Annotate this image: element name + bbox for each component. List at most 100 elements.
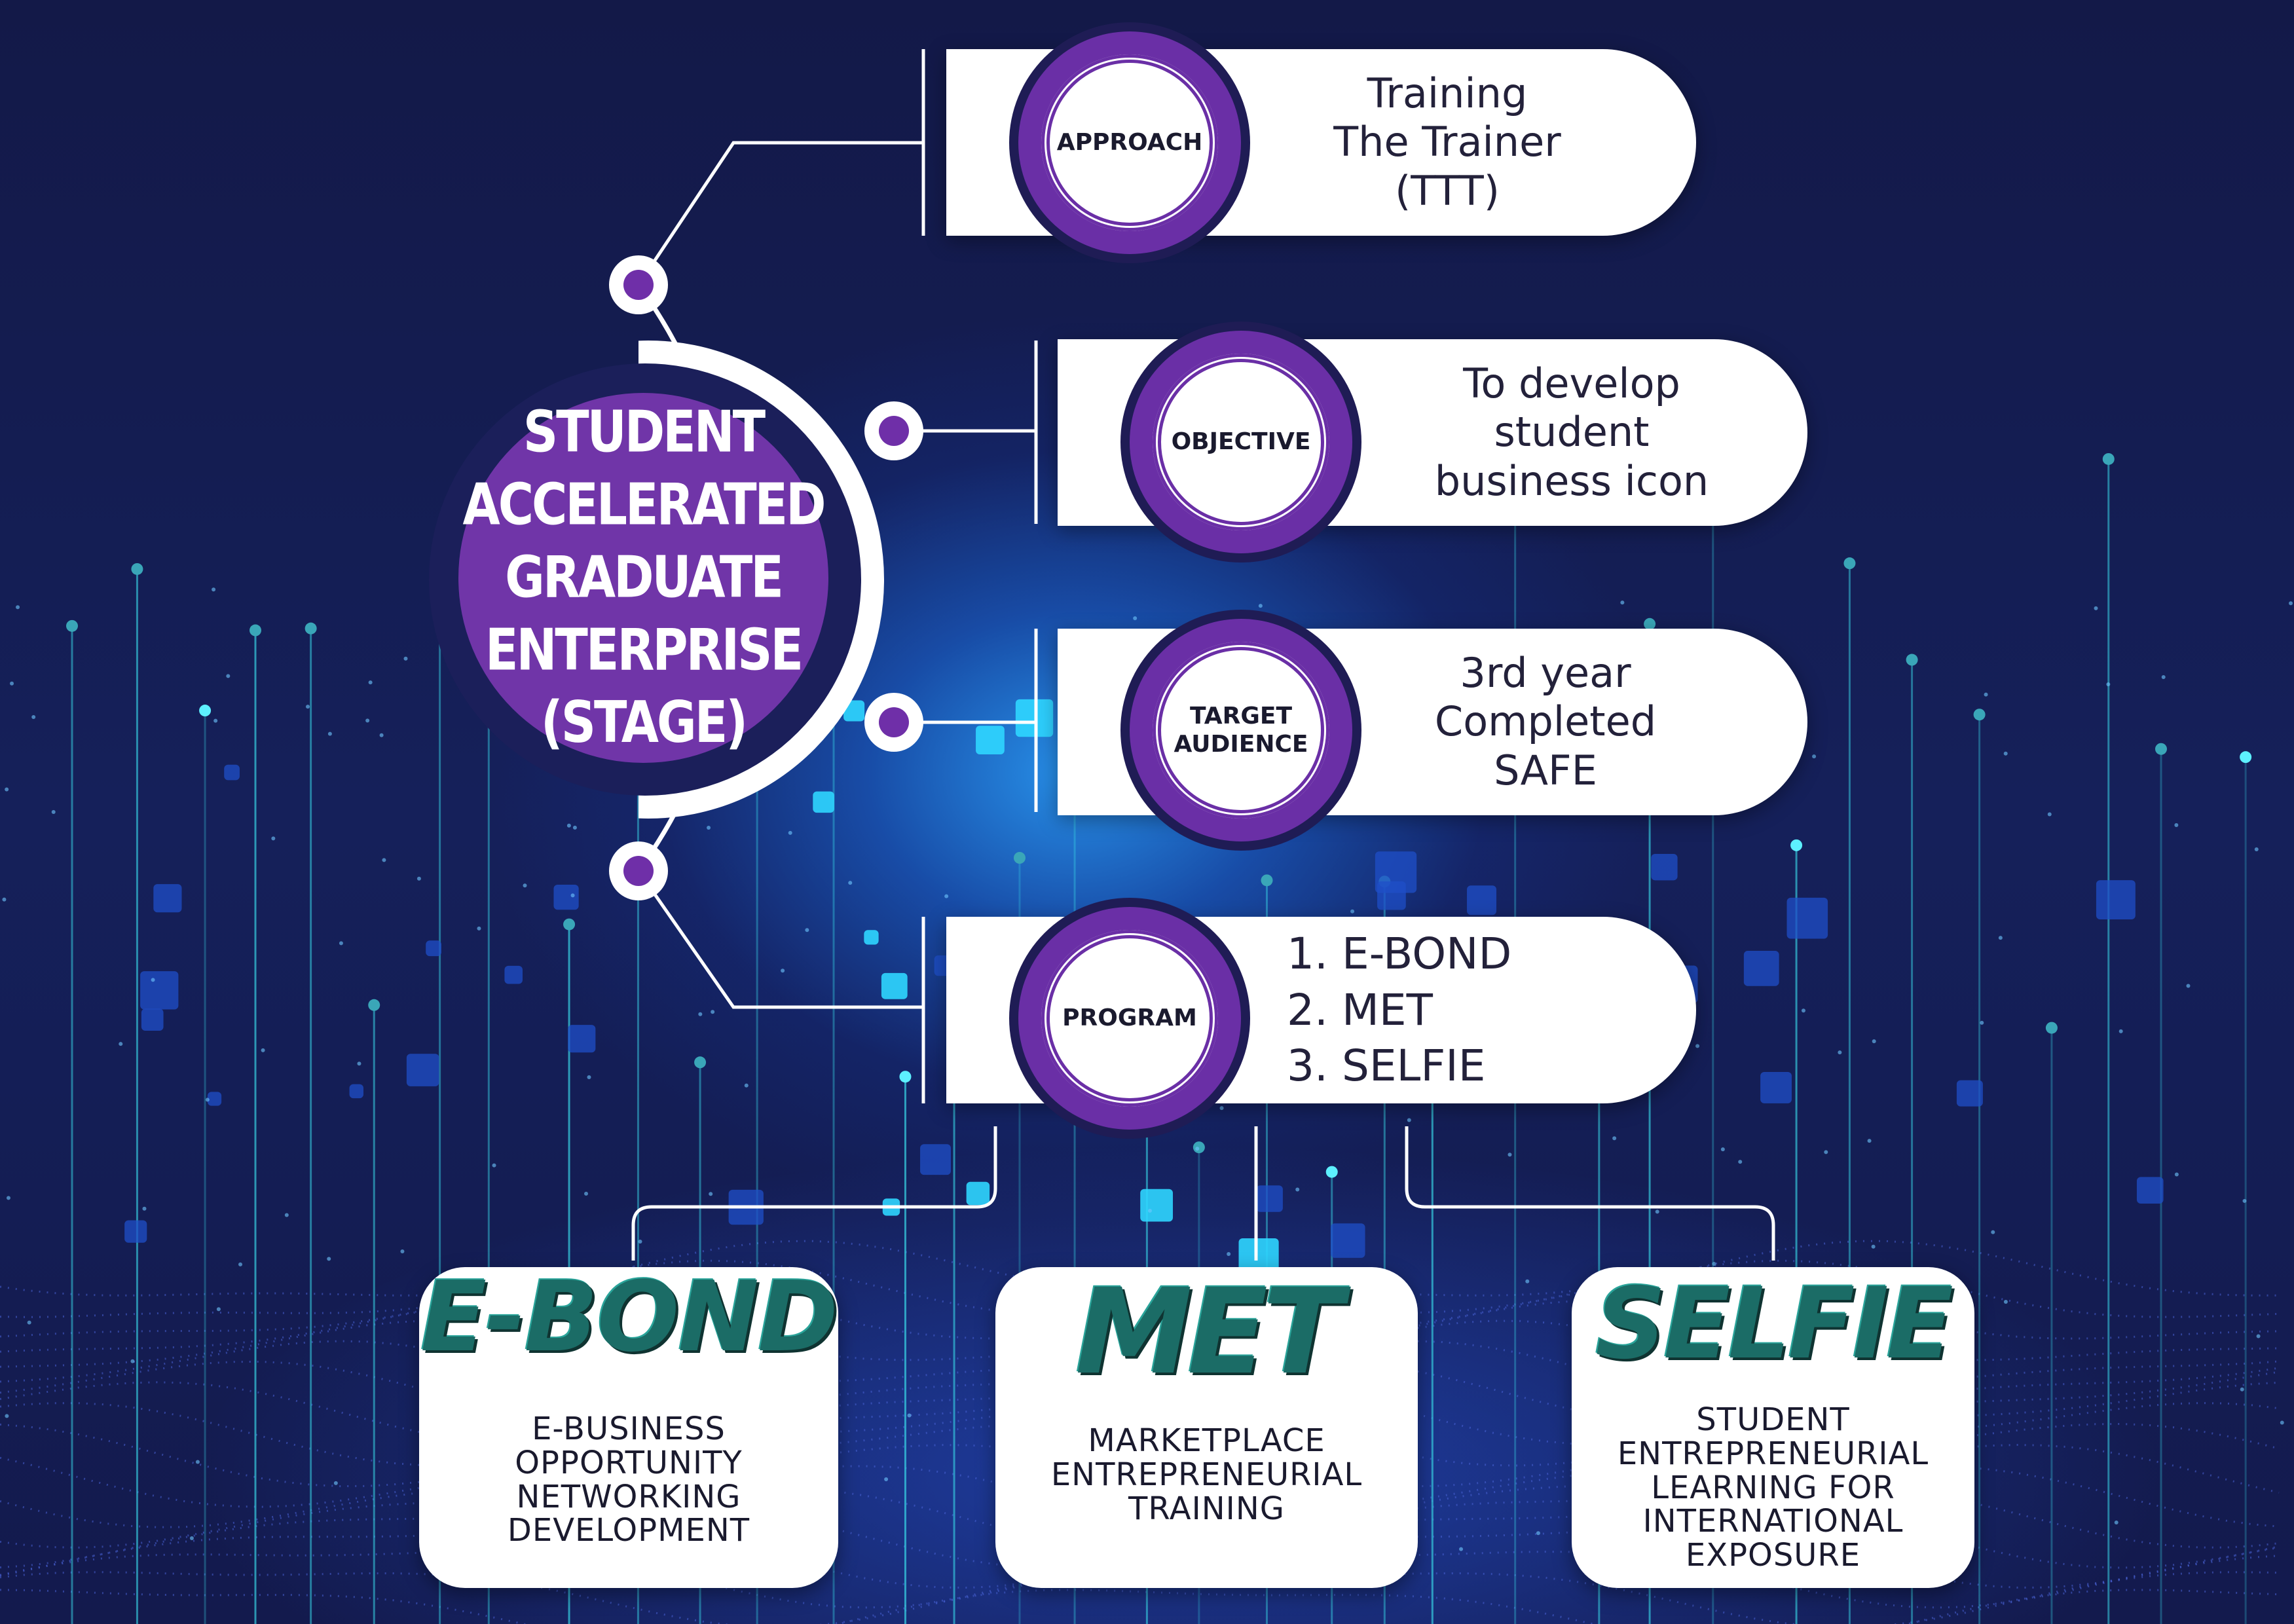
spark-dot	[1838, 1050, 1842, 1055]
spark-dot	[1219, 1106, 1224, 1111]
glow-square	[1651, 854, 1678, 881]
spark-dot	[6, 1196, 10, 1200]
selfie-description: STUDENT ENTREPRENEURIAL LEARNING FOR INT…	[1585, 1403, 1961, 1573]
spark-dot	[566, 823, 571, 828]
program-badge-label: PROGRAM	[1062, 1005, 1197, 1032]
arc-dot-approach	[609, 255, 668, 314]
spark-dot	[333, 1481, 338, 1485]
spark-dot	[119, 1042, 123, 1046]
spark-dot	[2256, 1334, 2261, 1338]
selfie-logo: SELFIE	[1595, 1267, 1953, 1381]
spark-dot	[1350, 909, 1355, 913]
spark-dot	[151, 978, 155, 982]
glow-dot	[1193, 1141, 1205, 1154]
program-line-3: 3. SELFIE	[1287, 1041, 1486, 1092]
spark-dot	[368, 680, 373, 685]
arc-dot-program	[609, 841, 668, 900]
spark-dot	[284, 1213, 289, 1217]
spark-dot	[1872, 1039, 1876, 1044]
met-description: MARKETPLACE ENTREPRENEURIAL TRAINING	[1008, 1424, 1405, 1526]
glow-square	[426, 940, 441, 957]
spark-dot	[944, 894, 949, 898]
spark-dot	[2289, 601, 2293, 606]
glow-dot	[1325, 1166, 1338, 1178]
spark-dot	[1620, 600, 1625, 605]
approach-badge-label: APPROACH	[1056, 129, 1203, 157]
glow-square	[1467, 885, 1496, 915]
spark-dot	[305, 705, 310, 709]
glow-square	[568, 1025, 596, 1053]
glow-dot	[2045, 1022, 2058, 1034]
ebond-description: E-BUSINESS OPPORTUNITY NETWORKING DEVELO…	[432, 1412, 825, 1548]
spark-dot	[788, 830, 792, 835]
spark-dot	[212, 587, 216, 592]
spark-dot	[216, 1307, 221, 1312]
spark-dot	[339, 941, 343, 946]
spark-dot	[382, 858, 386, 862]
spark-dot	[2094, 606, 2098, 610]
glow-dot	[2155, 743, 2167, 755]
spark-dot	[5, 1414, 9, 1418]
approach-line-1: Training	[1367, 69, 1528, 117]
spark-dot	[1867, 1139, 1872, 1143]
glow-square	[976, 726, 1005, 755]
spark-dot	[416, 876, 421, 881]
spark-dot	[2254, 847, 2259, 852]
spark-dot	[31, 714, 36, 719]
spark-dot	[2047, 812, 2052, 817]
selfie-desc-line: EXPOSURE	[1685, 1537, 1861, 1574]
glow-square	[1330, 1223, 1365, 1258]
spark-dot	[1295, 1187, 1300, 1192]
glow-square	[124, 1220, 147, 1243]
program-line-2: 2. MET	[1287, 984, 1433, 1035]
spark-dot	[2118, 1029, 2123, 1033]
spark-dot	[357, 1061, 361, 1066]
spark-dot	[1258, 604, 1263, 608]
glow-dot	[694, 1056, 707, 1069]
spark-dot	[2003, 751, 2008, 756]
glow-square	[2096, 880, 2136, 919]
spark-dot	[238, 1262, 243, 1266]
spark-dot	[1133, 616, 1138, 621]
glow-dot	[899, 1071, 912, 1083]
glow-square	[813, 791, 834, 813]
objective-text: To develop student business icon	[1369, 339, 1775, 526]
target-line-3: SAFE	[1494, 746, 1597, 794]
spark-dot	[1720, 1147, 1725, 1152]
glow-square	[966, 1181, 990, 1206]
spark-dot	[1991, 1230, 1995, 1234]
spark-dot	[587, 1075, 591, 1079]
spark-dot	[271, 836, 276, 841]
spark-dot	[1871, 1244, 1876, 1249]
arc-dot-objective	[864, 401, 923, 460]
hub-title: STUDENT ACCELERATED GRADUATE ENTERPRISE …	[462, 398, 826, 756]
spark-dot	[2, 897, 7, 902]
spark-dot	[707, 826, 711, 830]
spark-dot	[10, 681, 14, 686]
spark-dot	[1525, 1279, 1530, 1283]
spark-dot	[709, 1192, 713, 1196]
glow-dot	[1261, 874, 1273, 887]
spark-dot	[2240, 1387, 2244, 1392]
objective-badge-label: OBJECTIVE	[1171, 428, 1311, 456]
spark-dot	[327, 731, 332, 736]
met-desc-line: MARKETPLACE	[1088, 1422, 1325, 1459]
spark-dot	[1508, 1153, 1512, 1157]
approach-text: Training The Trainer (TTT)	[1244, 49, 1650, 236]
glow-square	[1956, 1080, 1983, 1107]
glow-dot	[2240, 751, 2252, 764]
glow-square	[504, 965, 523, 984]
spark-dot	[907, 1413, 912, 1418]
spark-dot	[848, 881, 853, 885]
met-desc-line: TRAINING	[1128, 1490, 1285, 1527]
spark-dot	[189, 1536, 194, 1540]
spark-dot	[698, 1012, 703, 1016]
spark-dot	[2174, 1172, 2179, 1177]
selfie-connector	[1405, 1126, 1775, 1261]
glow-dot	[66, 619, 78, 632]
program-text: 1. E-BOND 2. MET 3. SELFIE	[1287, 917, 1654, 1103]
spark-dot	[1195, 1147, 1200, 1151]
glow-dot	[1790, 839, 1803, 851]
wave-dots	[0, 1401, 2280, 1467]
